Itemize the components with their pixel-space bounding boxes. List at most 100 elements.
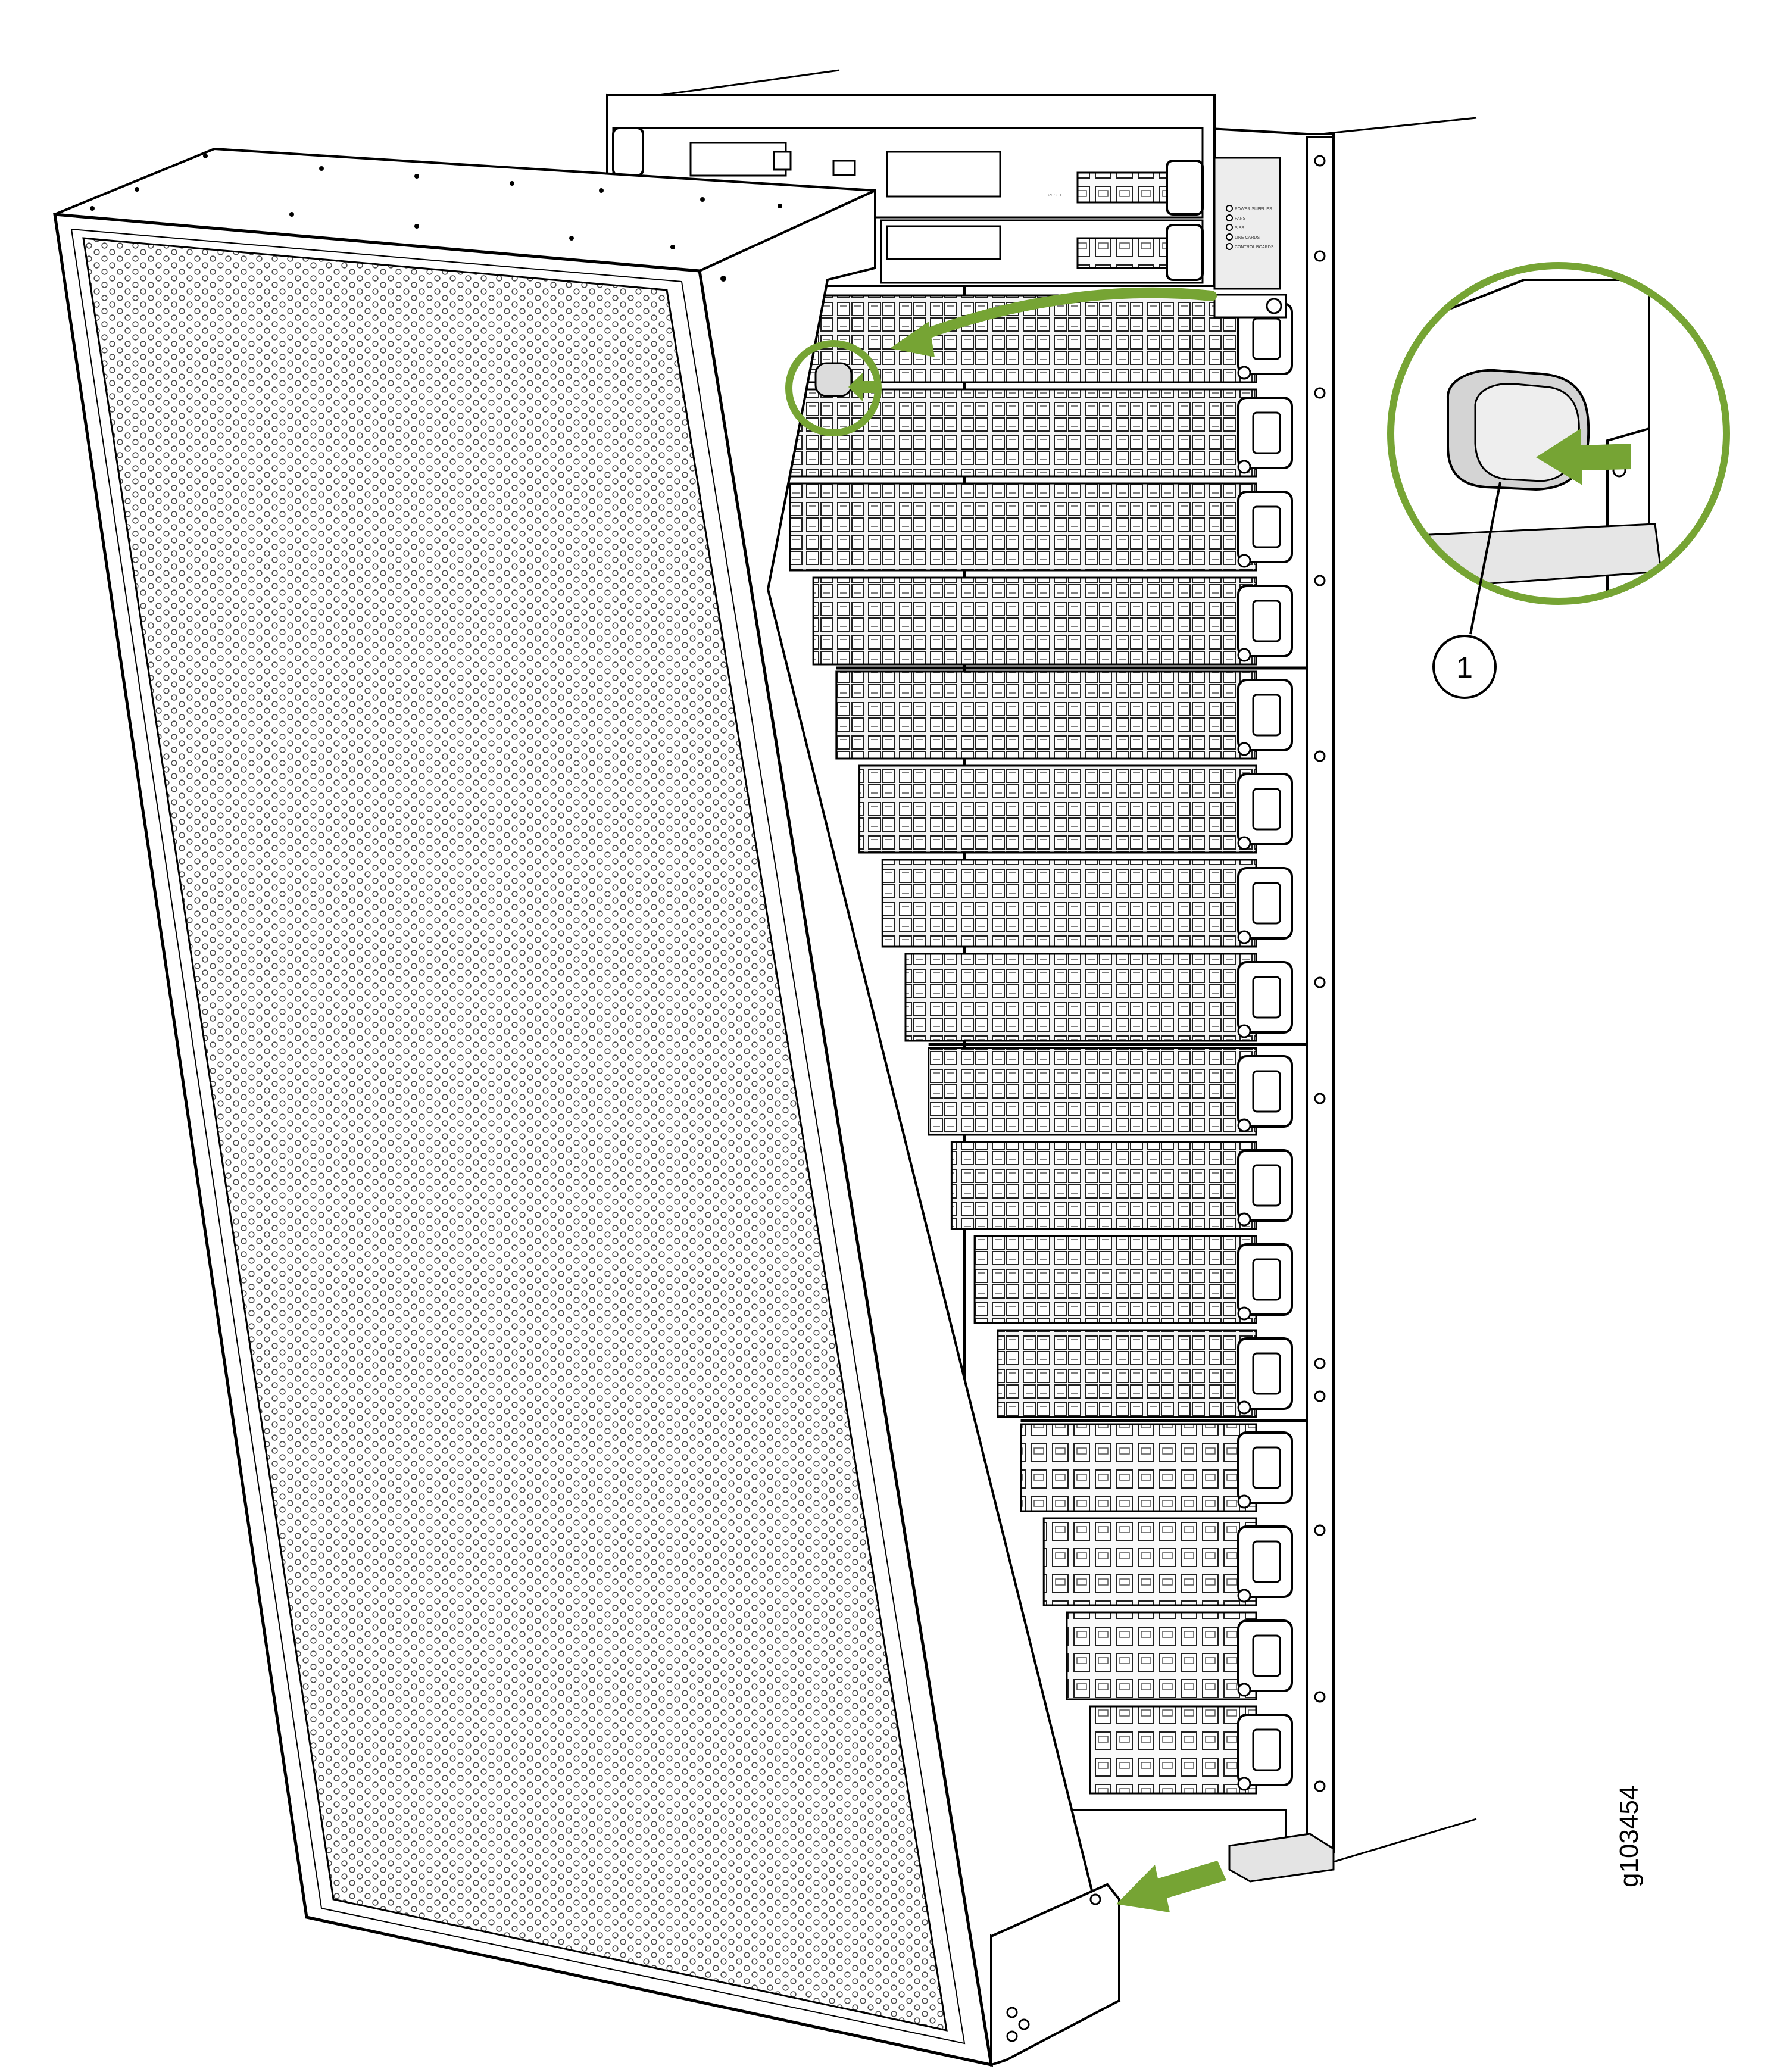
- line-card-handle-grip: [1252, 1070, 1281, 1113]
- line-card: [773, 388, 1293, 478]
- line-card-stack: [773, 294, 1307, 1795]
- line-card-screw: [1237, 930, 1251, 944]
- line-card-handle-grip: [1252, 976, 1281, 1019]
- line-card-screw: [1237, 1118, 1251, 1132]
- line-card-body: [812, 576, 1257, 666]
- line-card: [904, 953, 1293, 1042]
- line-card: [835, 670, 1293, 760]
- door-perforated-panel: [82, 237, 948, 2032]
- chassis-top-edge: [636, 69, 840, 99]
- usb-port: [832, 160, 856, 176]
- led-label-line-cards: LINE CARDS: [1235, 236, 1260, 240]
- door-swing-arrow: [914, 287, 1217, 342]
- door-flange-screws: [1006, 1893, 1101, 2042]
- line-card: [1089, 1705, 1293, 1795]
- line-card-handle-grip: [1252, 600, 1281, 642]
- latch-screw-top: [1266, 298, 1282, 314]
- door-inner-border: [70, 228, 966, 2045]
- line-card: [928, 1047, 1293, 1136]
- line-card-body: [1089, 1705, 1257, 1795]
- line-card-handle-grip: [1252, 1728, 1281, 1771]
- line-card-handle-grip: [1252, 1258, 1281, 1301]
- callout-1-circle: [1432, 635, 1497, 699]
- line-card-body: [1020, 1423, 1257, 1512]
- door-swing-arrowhead: [890, 322, 935, 357]
- right-mounting-rail: [1306, 136, 1335, 1853]
- bottom-pull-arrow: [1116, 1861, 1226, 1912]
- line-card-screw: [1237, 366, 1251, 380]
- door-latch: [814, 362, 853, 397]
- line-card-screw: [1237, 1212, 1251, 1227]
- callout-1: 1: [1432, 635, 1497, 699]
- chassis-side-bottom: [1327, 1818, 1477, 1865]
- sfp-block-0: [1076, 171, 1168, 204]
- line-card-screw: [1237, 1683, 1251, 1697]
- line-card-body: [789, 482, 1257, 572]
- line-card-screw: [1237, 1306, 1251, 1321]
- line-card-handle-grip: [1252, 788, 1281, 831]
- line-card-handle-grip: [1252, 1352, 1281, 1395]
- line-card-screw: [1237, 1777, 1251, 1791]
- chassis: RESET POWER SUPPLIES FANS SIBS LINE CARD…: [606, 69, 1477, 1883]
- latch-push-arrow: [848, 372, 880, 402]
- control-board-handle-left: [612, 127, 644, 177]
- console-port: [773, 151, 792, 171]
- card-slot-0: [886, 151, 1001, 198]
- line-card-screw: [1237, 648, 1251, 662]
- line-card-handle-grip: [1252, 1446, 1281, 1489]
- line-card-body: [904, 953, 1257, 1042]
- line-card-handle-grip: [1252, 411, 1281, 454]
- line-card: [789, 482, 1293, 572]
- sfp-block-1: [1076, 237, 1168, 269]
- line-card: [973, 1235, 1293, 1324]
- line-card-handle-grip: [1252, 1164, 1281, 1207]
- status-leds: POWER SUPPLIES FANS SIBS LINE CARDS CONT…: [1226, 205, 1274, 250]
- led-label-power-supplies: POWER SUPPLIES: [1235, 207, 1272, 211]
- line-card-body: [835, 670, 1257, 760]
- line-card-handle-grip: [1252, 1540, 1281, 1583]
- zoom-highlight-circle: [1387, 262, 1730, 605]
- line-card-screw: [1237, 836, 1251, 850]
- line-card: [1020, 1423, 1293, 1512]
- zoom-push-arrow: [1536, 429, 1631, 485]
- zoom-detail: [1387, 262, 1730, 635]
- front-door: [53, 147, 1121, 2067]
- line-card-screw: [1237, 1589, 1251, 1603]
- line-card: [812, 576, 1293, 666]
- figure-id: g103454: [1615, 1785, 1644, 1887]
- line-card-body: [1042, 1517, 1257, 1606]
- line-card: [1042, 1517, 1293, 1606]
- door-top-screws: [90, 154, 782, 282]
- line-card: [997, 1329, 1293, 1418]
- line-card-body: [1066, 1611, 1257, 1700]
- line-card-handle-grip: [1252, 505, 1281, 548]
- line-card-screw: [1237, 460, 1251, 474]
- line-card-handle-grip: [1252, 882, 1281, 925]
- line-card-handle-grip: [1252, 317, 1281, 360]
- line-card: [950, 1141, 1293, 1230]
- line-card: [881, 859, 1293, 948]
- reset-label: RESET: [1048, 194, 1062, 198]
- callout-leader-line: [1469, 482, 1501, 635]
- status-led-panel: [1213, 157, 1281, 290]
- line-card-body: [928, 1047, 1257, 1136]
- line-card-screw: [1237, 1024, 1251, 1038]
- led-label-sibs: SIBS: [1235, 226, 1244, 230]
- line-card-screw: [1237, 1494, 1251, 1509]
- led-label-fans: FANS: [1235, 217, 1246, 221]
- bottom-hinge-bracket: [1228, 1833, 1335, 1883]
- line-card-body: [858, 764, 1257, 854]
- line-card-handle-grip: [1252, 1634, 1281, 1677]
- line-card-body: [950, 1141, 1257, 1230]
- line-card-body: [773, 388, 1257, 478]
- card-slot-1: [886, 225, 1001, 260]
- control-board-handle-right-1: [1166, 224, 1204, 281]
- management-port-block: [689, 142, 787, 177]
- led-label-control-boards: CONTROL BOARDS: [1235, 245, 1274, 249]
- line-card-handle-grip: [1252, 694, 1281, 737]
- line-card: [1066, 1611, 1293, 1700]
- callout-1-label: 1: [1456, 651, 1473, 684]
- line-card-body: [997, 1329, 1257, 1418]
- line-card: [858, 764, 1293, 854]
